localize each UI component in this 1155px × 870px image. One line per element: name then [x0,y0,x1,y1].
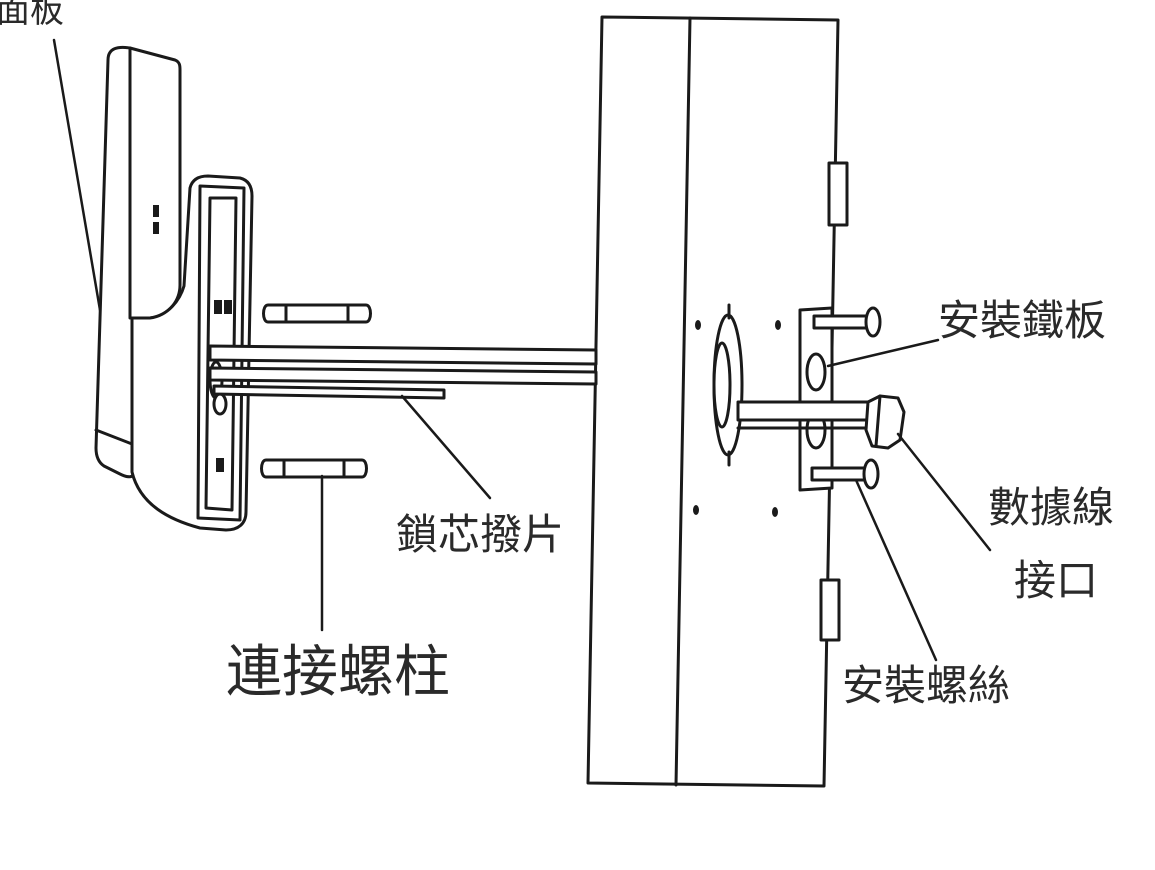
mounting-screw-lower [810,458,880,490]
connecting-post-lower [260,458,368,479]
data-cable-connector [736,394,906,450]
leader-lock-tailpiece [400,394,492,500]
connecting-post-upper [262,303,372,324]
label-data-cable-line2: 接口 [1014,556,1099,605]
label-data-cable-line1: 數據線 [988,483,1115,532]
label-mounting-plate: 安裝鐵板 [938,296,1107,345]
mounting-plate [798,306,834,492]
label-panel: 面板 [0,0,64,31]
label-mounting-screws: 安裝螺絲 [842,661,1011,710]
spindle-bars [208,344,598,400]
leader-mounting-plate [826,338,940,368]
upper-hinge [827,161,849,227]
leader-panel [52,38,102,312]
lock-hole [712,303,744,467]
leader-data-cable [896,432,992,552]
leader-mounting-screws [854,478,938,662]
mounting-screw-upper [812,306,882,338]
label-connecting-posts: 連接螺柱 [226,640,450,705]
label-lock-tailpiece: 鎖芯撥片 [396,510,565,559]
lower-hinge [819,578,841,642]
leader-lines [52,38,992,662]
